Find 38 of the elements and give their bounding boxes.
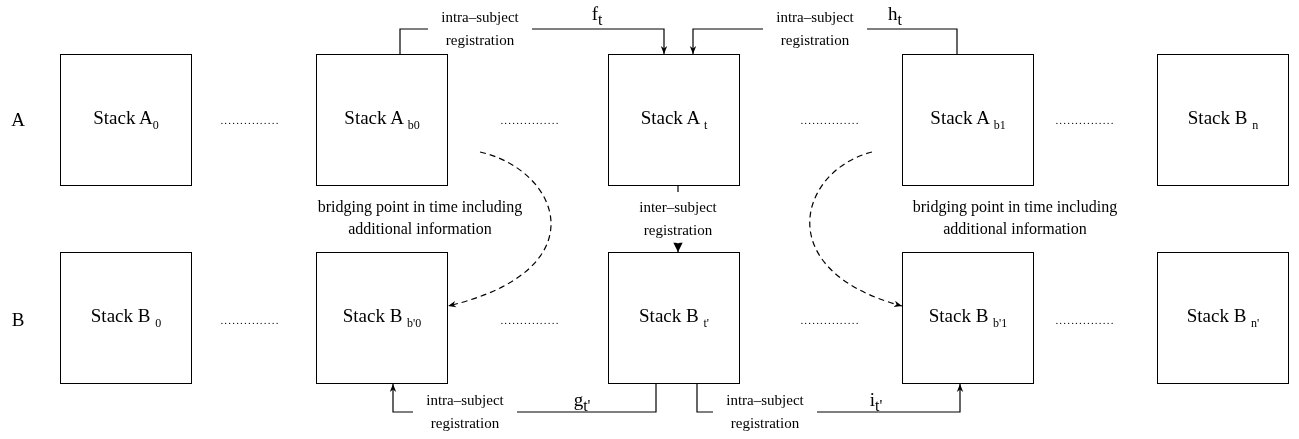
stack-box — [60, 252, 192, 384]
annotation-text: bridging point in time including additional information — [912, 196, 1118, 239]
annotation-text: bridging point in time including additional information — [317, 196, 523, 239]
stack-box — [902, 252, 1034, 384]
dotted-ellipsis: ............... — [500, 314, 560, 326]
curved-arrow — [447, 151, 552, 307]
stack-label: Stack A $_{b1}$ — [930, 107, 1006, 133]
stack-label: Stack A $_{b0}$ — [344, 107, 420, 133]
dotted-ellipsis: ............... — [1055, 114, 1115, 126]
dotted-ellipsis: ............... — [800, 314, 860, 326]
stack-box — [608, 252, 740, 384]
stack-label: Stack B $_{n'}$ — [1186, 305, 1260, 331]
stack-label: Stack B $_{b'1}$ — [928, 305, 1008, 331]
stack-label: Stack A$_{0}$ — [93, 107, 159, 133]
stack-box — [60, 54, 192, 186]
dotted-ellipsis: ............... — [800, 114, 860, 126]
stack-box — [1157, 54, 1289, 186]
stack-box — [902, 54, 1034, 186]
row-label: B — [11, 309, 25, 331]
stack-box — [316, 54, 448, 186]
stack-label: Stack B $_{t'}$ — [639, 305, 709, 331]
stack-box — [1157, 252, 1289, 384]
math-symbol: g$_{t'}$ — [573, 389, 591, 415]
stack-label: Stack B $_{n}$ — [1187, 107, 1259, 133]
stack-label: Stack A $_{t}$ — [640, 107, 708, 133]
dotted-ellipsis: ............... — [1055, 314, 1115, 326]
stack-box — [608, 54, 740, 186]
curved-arrow — [809, 151, 903, 307]
stack-label: Stack B $_{0}$ — [90, 305, 162, 331]
dotted-ellipsis: ............... — [500, 114, 560, 126]
math-symbol: i$_{t'}$ — [869, 389, 883, 415]
row-label: A — [11, 109, 25, 131]
stack-box — [316, 252, 448, 384]
dotted-ellipsis: ............... — [220, 114, 280, 126]
stack-label: Stack B $_{b'0}$ — [342, 305, 422, 331]
math-symbol: h$_{t}$ — [888, 3, 902, 29]
dotted-ellipsis: ............... — [220, 314, 280, 326]
math-symbol: f$_{t}$ — [591, 3, 603, 29]
